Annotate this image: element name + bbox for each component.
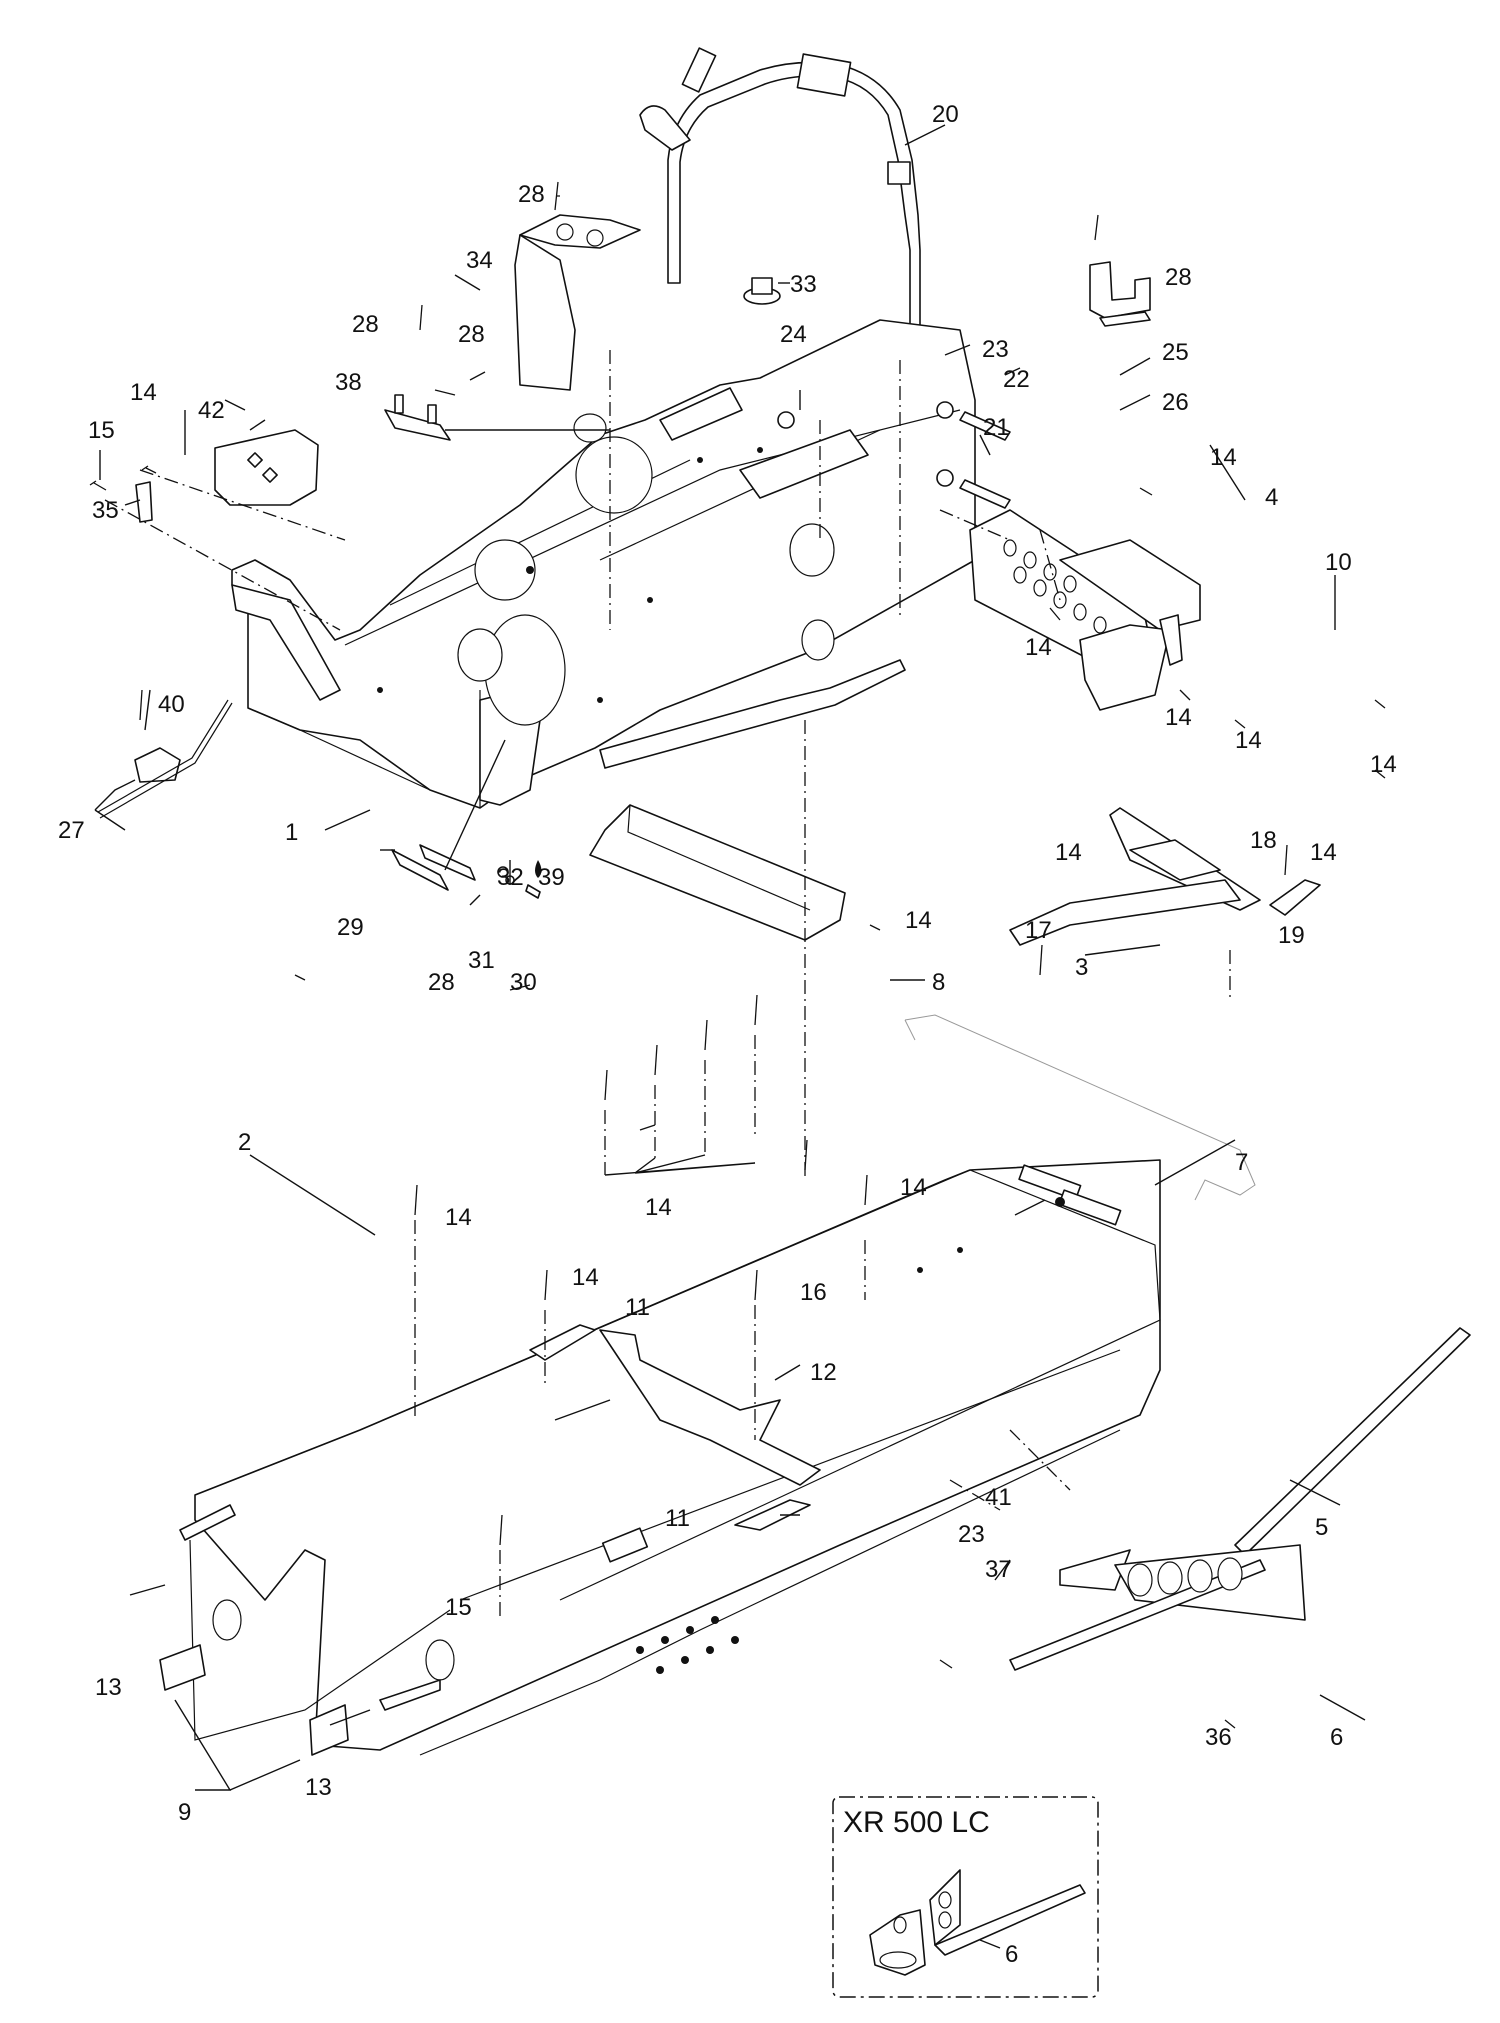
leader-lines [94, 124, 1366, 1791]
callout-34: 34 [466, 247, 493, 274]
callout-21: 21 [983, 414, 1010, 441]
callout-14d: 14 [1165, 704, 1192, 731]
part-clip-35[interactable] [135, 481, 153, 523]
part-cross-brace-12[interactable] [599, 1329, 821, 1486]
part-front-frame-1[interactable] [231, 319, 976, 809]
part-plate-9[interactable] [159, 1644, 349, 1756]
callout-42: 42 [198, 397, 225, 424]
callout-13a: 13 [95, 1674, 122, 1701]
callout-6: 6 [1330, 1724, 1343, 1751]
callout-22: 22 [1003, 366, 1030, 393]
part-clip-11[interactable] [529, 1324, 811, 1531]
part-clip-27[interactable] [97, 699, 233, 819]
callout-labels: 1 2 3 4 5 6 7 8 9 10 11 11 12 13 13 14 1… [58, 101, 1397, 1826]
part-hardware-30-32[interactable] [497, 860, 542, 899]
callout-12: 12 [810, 1359, 837, 1386]
callout-29: 29 [337, 914, 364, 941]
detail-circle [474, 539, 536, 601]
callout-15a: 15 [88, 417, 115, 444]
callout-14l: 14 [572, 1264, 599, 1291]
callout-8: 8 [932, 969, 945, 996]
part-bracket-10[interactable] [1079, 614, 1183, 711]
part-guard-4[interactable] [969, 509, 1201, 671]
callout-5: 5 [1315, 1514, 1328, 1541]
callout-39: 39 [538, 864, 565, 891]
callout-25: 25 [1162, 339, 1189, 366]
callout-18: 18 [1250, 827, 1277, 854]
callout-32: 32 [497, 864, 524, 891]
part-angle-13[interactable] [179, 1504, 441, 1711]
part-bolts-21-22[interactable] [936, 401, 1011, 509]
callout-11a: 11 [625, 1294, 650, 1321]
part-bracket-25-26[interactable] [1089, 261, 1151, 327]
callout-23b: 23 [958, 1521, 985, 1548]
callout-24: 24 [780, 321, 807, 348]
callout-26: 26 [1162, 389, 1189, 416]
callout-28c: 28 [458, 321, 485, 348]
callout-14i: 14 [905, 907, 932, 934]
callout-14m: 14 [900, 1174, 927, 1201]
inset-callout-6: 6 [1005, 1941, 1018, 1968]
part-plate-42[interactable] [214, 429, 319, 506]
callout-14h: 14 [1055, 839, 1082, 866]
callout-14f: 14 [1370, 751, 1397, 778]
callout-27: 27 [58, 817, 85, 844]
callout-10: 10 [1325, 549, 1352, 576]
callout-1: 1 [285, 819, 298, 846]
callout-41: 41 [985, 1484, 1012, 1511]
callout-20: 20 [932, 101, 959, 128]
callout-14c: 14 [1025, 634, 1052, 661]
part-hinge-29[interactable] [391, 844, 476, 891]
callout-9: 9 [178, 1799, 191, 1826]
part-reinforcement-6[interactable] [1009, 1544, 1306, 1671]
part-nut-24[interactable] [777, 411, 795, 429]
callout-28a: 28 [518, 181, 545, 208]
callout-14e: 14 [1235, 727, 1262, 754]
callout-30: 30 [510, 969, 537, 996]
callout-33: 33 [790, 271, 817, 298]
callout-36: 36 [1205, 1724, 1232, 1751]
callout-19: 19 [1278, 922, 1305, 949]
callout-31: 31 [468, 947, 495, 974]
inset-title: XR 500 LC [843, 1806, 990, 1839]
callout-14g: 14 [1310, 839, 1337, 866]
callout-35: 35 [92, 497, 119, 524]
inset-xr-500-lc: XR 500 LC 6 [832, 1796, 1099, 1998]
callout-3: 3 [1075, 954, 1088, 981]
part-rod-5[interactable] [1234, 1327, 1471, 1556]
part-running-board-8[interactable] [589, 804, 846, 941]
callout-2: 2 [238, 1129, 251, 1156]
part-bracket-34[interactable] [514, 214, 641, 391]
callout-13b: 13 [305, 1774, 332, 1801]
callout-40: 40 [158, 691, 185, 718]
part-cover-7[interactable] [904, 1014, 1256, 1201]
inset-part-6[interactable] [869, 1869, 1086, 1976]
callout-14b: 14 [1210, 444, 1237, 471]
callout-4: 4 [1265, 484, 1278, 511]
callout-17: 17 [1025, 917, 1052, 944]
part-steering-support-20[interactable] [639, 47, 921, 441]
callout-15b: 15 [445, 1594, 472, 1621]
callout-16: 16 [800, 1279, 827, 1306]
callout-23a: 23 [982, 336, 1009, 363]
part-stud-plate-38[interactable] [384, 394, 451, 441]
part-tunnel-2[interactable] [189, 1159, 1161, 1756]
rivets [89, 181, 1386, 1729]
callout-7: 7 [1235, 1149, 1248, 1176]
callout-14j: 14 [645, 1194, 672, 1221]
callout-37: 37 [985, 1556, 1012, 1583]
callout-28b: 28 [352, 311, 379, 338]
part-bar-17[interactable] [1009, 879, 1241, 946]
callout-14a: 14 [130, 379, 157, 406]
assembly-lines [104, 350, 1231, 1620]
part-grommet-33[interactable] [743, 277, 781, 305]
callout-28e: 28 [428, 969, 455, 996]
callout-11b: 11 [665, 1505, 690, 1532]
oil-drop-icon [535, 860, 542, 878]
callout-38: 38 [335, 369, 362, 396]
detail-circle [575, 436, 653, 514]
callout-28d: 28 [1165, 264, 1192, 291]
callout-14k: 14 [445, 1204, 472, 1231]
